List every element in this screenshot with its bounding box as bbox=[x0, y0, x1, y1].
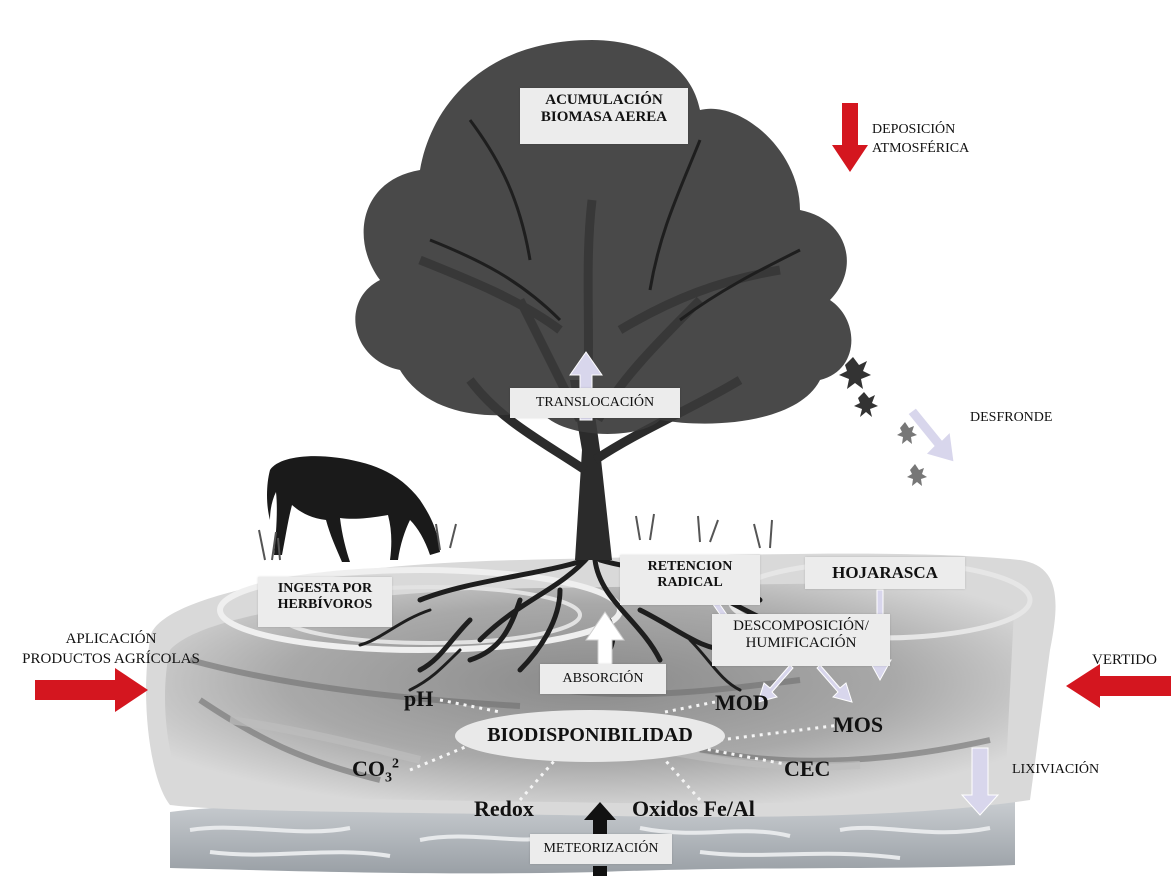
aplicacion-arrow bbox=[35, 668, 148, 712]
ingesta-line1: INGESTA POR bbox=[258, 581, 392, 597]
vertido-arrow bbox=[1066, 664, 1171, 708]
retencion-line1: RETENCION bbox=[620, 559, 760, 575]
factor-oxidos: Oxidos Fe/Al bbox=[632, 796, 755, 822]
vertido-label: VERTIDO bbox=[1092, 652, 1157, 669]
retencion-line2: RADICAL bbox=[620, 575, 760, 591]
biodisponibilidad-label: BIODISPONIBILIDAD bbox=[458, 724, 722, 747]
meteorizacion-label: METEORIZACIÓN bbox=[530, 834, 672, 864]
acumulacion-label: ACUMULACIÓN BIOMASA AEREA bbox=[520, 88, 688, 144]
absorcion-label: ABSORCIÓN bbox=[540, 664, 666, 694]
factor-co2-sub: 3 bbox=[385, 770, 392, 785]
factor-co2: CO32 bbox=[352, 756, 399, 786]
deposicion-line1: DEPOSICIÓN bbox=[872, 121, 969, 140]
factor-cec: CEC bbox=[784, 756, 830, 782]
retencion-label: RETENCION RADICAL bbox=[620, 555, 760, 605]
hojarasca-label: HOJARASCA bbox=[805, 557, 965, 589]
ingesta-line2: HERBÍVOROS bbox=[258, 597, 392, 613]
translocacion-label: TRANSLOCACIÓN bbox=[510, 388, 680, 418]
horse-silhouette bbox=[267, 456, 440, 562]
acumulacion-line1: ACUMULACIÓN bbox=[520, 92, 688, 109]
factor-ph: pH bbox=[404, 686, 433, 712]
factor-mod: MOD bbox=[715, 690, 769, 716]
aplicacion-line2: PRODUCTOS AGRÍCOLAS bbox=[0, 650, 222, 670]
aplicacion-line1: APLICACIÓN bbox=[0, 630, 222, 650]
descomposicion-line2: HUMIFICACIÓN bbox=[712, 635, 890, 652]
factor-mos: MOS bbox=[833, 712, 883, 738]
deposicion-arrow bbox=[832, 103, 868, 172]
ingesta-label: INGESTA POR HERBÍVOROS bbox=[258, 577, 392, 627]
descomposicion-line1: DESCOMPOSICIÓN/ bbox=[712, 618, 890, 635]
deposicion-line2: ATMOSFÉRICA bbox=[872, 140, 969, 159]
lixiviacion-label: LIXIVIACIÓN bbox=[1012, 762, 1099, 778]
desfronde-label: DESFRONDE bbox=[970, 410, 1052, 426]
acumulacion-line2: BIOMASA AEREA bbox=[520, 109, 688, 126]
factor-redox: Redox bbox=[474, 796, 534, 822]
aplicacion-label: APLICACIÓN PRODUCTOS AGRÍCOLAS bbox=[0, 630, 222, 669]
factor-co2-sup: 2 bbox=[392, 757, 399, 772]
deposicion-label: DEPOSICIÓN ATMOSFÉRICA bbox=[872, 121, 969, 159]
descomposicion-label: DESCOMPOSICIÓN/ HUMIFICACIÓN bbox=[712, 614, 890, 666]
factor-co2-base: CO bbox=[352, 756, 385, 781]
